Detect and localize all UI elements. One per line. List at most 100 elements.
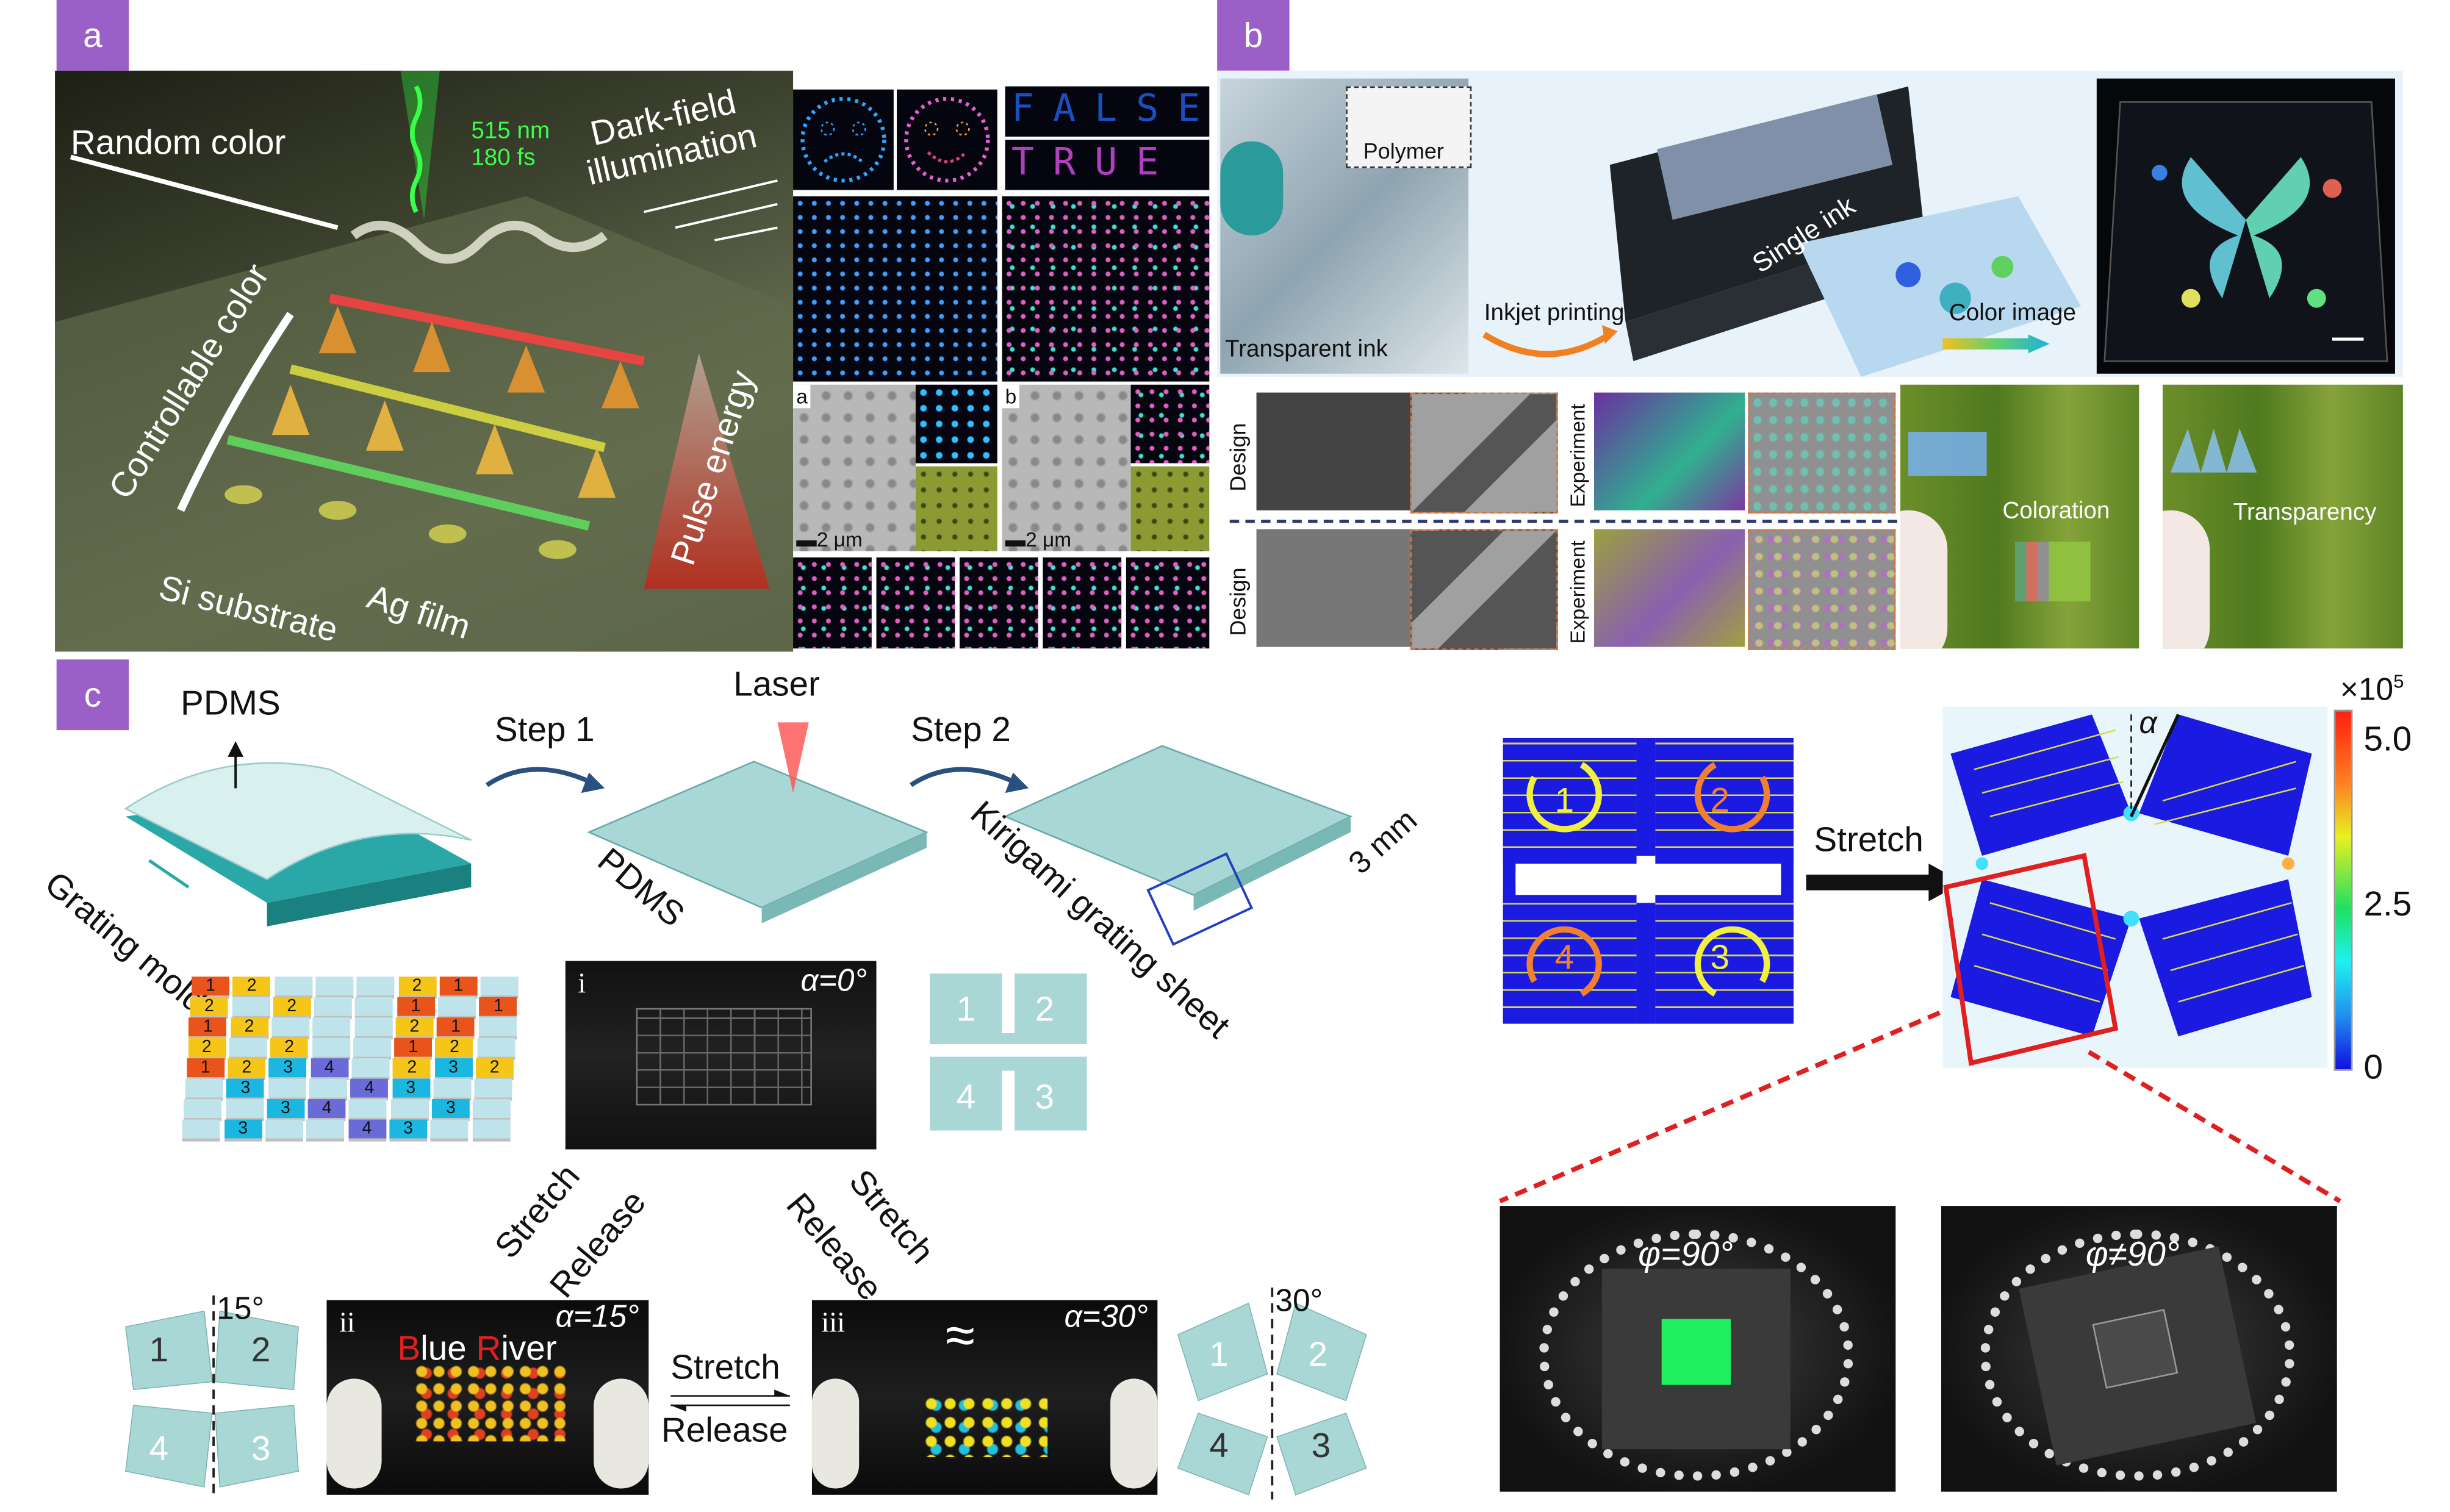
transparent-ink-label: Transparent ink (1225, 335, 1388, 363)
grid-cell: 4 (310, 1058, 348, 1078)
grid-cell: 2 (475, 1058, 514, 1078)
grid-cell (184, 1099, 222, 1118)
unit-number: 4 (956, 1077, 976, 1117)
scale-bar-a: ▬2 μm (796, 527, 863, 551)
sad-face-image (793, 89, 894, 190)
grid-cell (474, 1078, 512, 1098)
grid-cell: 2 (395, 1017, 434, 1037)
experiment-zoom-1 (1748, 392, 1896, 514)
curved-arrow-icon (1482, 324, 1618, 357)
right-arrow-icon (1806, 863, 1963, 901)
newton-design-image-2 (1256, 529, 1410, 647)
glove-left (811, 1378, 860, 1489)
transparent-ink-photo: Polymer Transparent ink (1220, 78, 1472, 374)
grid-cell: 3 (267, 1099, 304, 1118)
unit-cell-30: 1 2 4 3 30° (1170, 1284, 1374, 1500)
slit (1002, 973, 1015, 1131)
grid-cell: 2 (270, 1037, 309, 1057)
unit-cell-simulation: 1 2 4 3 (1503, 737, 1794, 1024)
photo-phi-90: φ=90° (1500, 1206, 1896, 1492)
grating-icon (2170, 428, 2257, 473)
grid-cell: 2 (232, 976, 271, 996)
rotation-arrows-icon (1526, 762, 1770, 997)
photo-i: i α=0° (565, 961, 877, 1150)
unit-number: 4 (1209, 1425, 1229, 1465)
photo-ii: ii α=15° Blue River (326, 1300, 649, 1495)
wavelength-label: 515 nm (471, 118, 550, 145)
design-label-1: Design (1225, 423, 1251, 492)
glove-right (594, 1378, 649, 1489)
dark-field-inset-b (1130, 384, 1210, 464)
random-color-label: Random color (70, 122, 286, 162)
coloration-photo: Coloration (1900, 384, 2139, 649)
color-array-4 (1043, 557, 1122, 649)
grid-cell: 1 (397, 997, 435, 1016)
finger (1900, 510, 1948, 649)
grid-cell (225, 1099, 264, 1118)
qr-code-blue-image (793, 196, 997, 382)
panel-label-a: a (56, 0, 129, 71)
grating-icon (1908, 431, 1987, 476)
polymer-inset: Polymer (1346, 86, 1472, 168)
dark-field-inset-a (915, 384, 997, 464)
angle-30-label: 30° (1275, 1284, 1323, 1319)
grid-cell: 3 (431, 1099, 470, 1118)
unit-number: 3 (1311, 1425, 1331, 1465)
alpha-15-label: α=15° (555, 1300, 639, 1335)
panel-label-b: b (1217, 0, 1290, 71)
unit-2 (1655, 737, 1794, 864)
grid-cell: 1 (192, 976, 229, 996)
grid-cell: 2 (190, 997, 228, 1016)
step2-label: Step 2 (911, 709, 1011, 749)
unit-4 (1503, 895, 1637, 1024)
unit-number: 1 (149, 1330, 169, 1369)
design-zoom-1 (1410, 392, 1558, 514)
grid-cell: 1 (394, 1037, 433, 1057)
grid-cell: 2 (187, 1037, 226, 1057)
glove-hand (1220, 141, 1284, 236)
smile-face-image (896, 89, 997, 190)
colored-pattern (922, 1394, 1048, 1458)
color-array-5 (1126, 557, 1210, 649)
grid-cell (268, 1078, 306, 1098)
zoom-guide-lines (1499, 1010, 2341, 1203)
grid-cell: 3 (392, 1078, 430, 1098)
rotation-number: 1 (1554, 780, 1575, 820)
green-sample (1661, 1319, 1731, 1385)
panel-b-top: Polymer Transparent ink Inkjet printing … (1217, 70, 2403, 377)
photo-ii-label: ii (339, 1306, 355, 1338)
rotation-number: 2 (1710, 780, 1730, 820)
unit-number: 4 (149, 1428, 169, 1469)
qr-code-color-image (1002, 196, 1210, 382)
stretched-units (1943, 714, 2312, 1066)
grid-cell: 1 (186, 1058, 225, 1078)
grid-cell (274, 976, 312, 996)
false-text-image: FALSE (1005, 86, 1210, 137)
alpha-angle-label: α (2139, 706, 2157, 742)
grid-cell (314, 997, 352, 1016)
grid-cell (354, 1017, 392, 1037)
grid-cell (182, 1119, 221, 1139)
grid-cell: 3 (389, 1119, 427, 1139)
sem-a-label: a (793, 384, 811, 409)
polymer-label: Polymer (1363, 138, 1444, 163)
unit-number: 1 (1209, 1335, 1229, 1374)
grid-cell (478, 1017, 516, 1037)
grid-cell: 4 (348, 1119, 386, 1139)
glove-right (1110, 1378, 1158, 1489)
hinge (1636, 737, 1656, 856)
transparency-label: Transparency (2233, 499, 2377, 526)
grid-cell: 3 (434, 1058, 472, 1078)
hinge (1781, 863, 1794, 895)
panel-label-c: c (56, 659, 129, 731)
photo-phi-not-90: φ≠90° (1941, 1206, 2337, 1492)
colorbar-tick: 0 (2363, 1047, 2384, 1087)
photo-iii-label: iii (821, 1306, 846, 1338)
colorbar-exponent: ×105 (2340, 670, 2404, 708)
stretch-label-mid: Stretch (670, 1347, 780, 1387)
unit-number: 2 (251, 1330, 271, 1369)
colorbar-tick: 2.5 (2363, 884, 2412, 923)
colored-pattern (413, 1363, 570, 1442)
alpha-0-label: α=0° (800, 964, 868, 999)
